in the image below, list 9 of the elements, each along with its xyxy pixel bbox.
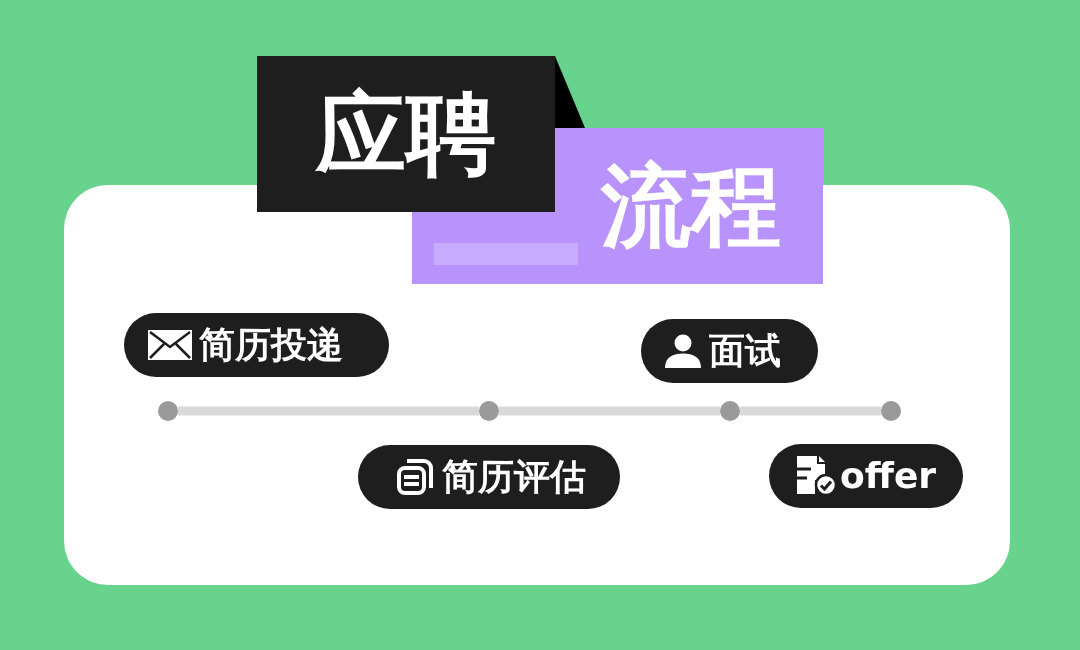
step-label: offer xyxy=(840,458,937,494)
timeline-line xyxy=(740,406,881,416)
title-text: 流程 xyxy=(601,161,781,251)
title-text: 应聘 xyxy=(316,89,496,179)
timeline-line xyxy=(499,406,720,416)
step-label: 简历投递 xyxy=(199,327,343,363)
timeline-line xyxy=(178,406,479,416)
step-label: 简历评估 xyxy=(442,459,586,495)
step-label: 面试 xyxy=(709,333,781,369)
